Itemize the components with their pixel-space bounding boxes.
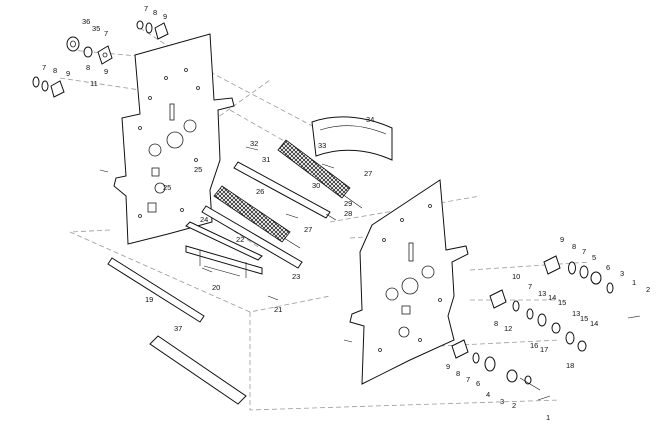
callout-c18: 30: [312, 181, 320, 190]
callout-c26: 27: [304, 225, 312, 234]
callout-c30: 19: [145, 295, 153, 304]
callout-c1: 36: [82, 17, 90, 26]
callout-c45: 8: [494, 319, 498, 328]
callout-c17: 27: [364, 169, 372, 178]
callout-c48: 15: [580, 314, 588, 323]
callout-c50: 16: [530, 341, 538, 350]
callout-c11: 8: [53, 66, 57, 75]
callout-c25: 22: [236, 235, 244, 244]
callout-c60: 1: [546, 413, 550, 422]
callout-c46: 12: [504, 324, 512, 333]
callout-c2: 35: [92, 24, 100, 33]
callout-c56: 6: [476, 379, 480, 388]
callout-c55: 7: [466, 375, 470, 384]
callout-c36: 6: [606, 263, 610, 272]
callout-c54: 8: [456, 369, 460, 378]
callout-c29: 21: [274, 305, 282, 314]
callout-c40: 10: [512, 272, 520, 281]
callout-c58: 3: [500, 397, 504, 406]
callout-c47: 13: [572, 309, 580, 318]
callout-c10: 7: [42, 63, 46, 72]
callout-c41: 7: [528, 282, 532, 291]
callout-c44: 15: [558, 298, 566, 307]
callout-c59: 2: [512, 401, 516, 410]
callout-c5: 9: [104, 67, 108, 76]
callout-c35: 5: [592, 253, 596, 262]
callout-c7: 7: [144, 4, 148, 13]
callout-c14: 32: [250, 139, 258, 148]
callout-c53: 9: [446, 362, 450, 371]
callout-c3: 7: [104, 29, 108, 38]
callout-c12: 9: [66, 69, 70, 78]
bracket-assembly: [185, 221, 263, 278]
callout-c31: 37: [174, 324, 182, 333]
callout-c19: 29: [344, 199, 352, 208]
callout-c28: 20: [212, 283, 220, 292]
callout-c34: 7: [582, 247, 586, 256]
callout-c16: 31: [262, 155, 270, 164]
callout-c49: 14: [590, 319, 598, 328]
callout-c42: 13: [538, 289, 546, 298]
callout-c23: 25: [163, 183, 171, 192]
callout-c38: 1: [632, 278, 636, 287]
callout-c4: 8: [86, 63, 90, 72]
screws: [99, 146, 641, 401]
callout-c21: 26: [256, 187, 264, 196]
callout-c9: 9: [163, 12, 167, 21]
callout-c37: 3: [620, 269, 624, 278]
callout-labels: 36 35 7 8 9 11 7 8 9 7 8 9 34 32 33 31 2…: [42, 4, 650, 422]
callout-c27: 23: [292, 272, 300, 281]
callout-c39: 2: [646, 285, 650, 294]
callout-c52: 18: [566, 361, 574, 370]
callout-c32: 9: [560, 235, 564, 244]
callout-c57: 4: [486, 390, 490, 399]
callout-c24: 24: [200, 215, 208, 224]
callout-c33: 8: [572, 242, 576, 251]
callout-c43: 14: [548, 293, 556, 302]
shafts: [107, 161, 337, 405]
bearing-set-top-left: [32, 20, 169, 98]
right-side-plate: [349, 179, 469, 385]
callout-c22: 25: [194, 165, 202, 174]
callout-c13: 34: [366, 115, 374, 124]
left-side-plate: [113, 33, 235, 245]
callout-c15: 33: [318, 141, 326, 150]
upper-knurled-roller: [277, 139, 363, 209]
callout-c8: 8: [153, 8, 157, 17]
bearing-set-right: [451, 255, 614, 391]
belt-cover-sheet: [311, 116, 393, 161]
callout-c20: 28: [344, 209, 352, 218]
callout-c51: 17: [540, 345, 548, 354]
callout-c6: 11: [90, 79, 98, 88]
lower-knurled-roller: [213, 185, 301, 249]
